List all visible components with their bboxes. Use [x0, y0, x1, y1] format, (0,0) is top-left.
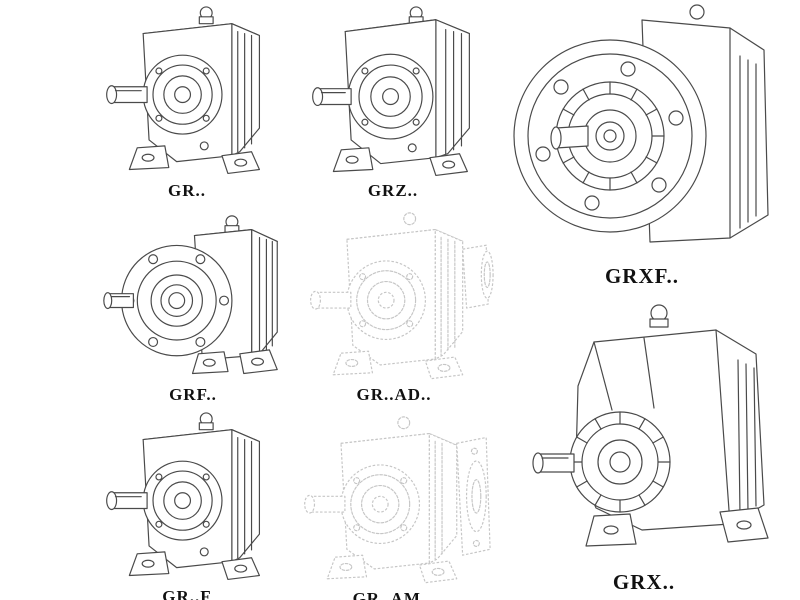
gearbox-drawing-grf	[103, 215, 278, 375]
model-label-gr-f: GR..F	[162, 587, 212, 600]
gearbox-drawing-grz	[312, 6, 470, 177]
figure-grxf: GRXF..	[492, 0, 792, 289]
model-label-gr-am: GR..AM..	[352, 588, 432, 600]
gearbox-drawing-gr-am	[304, 416, 491, 584]
gearbox-drawing-gr	[106, 6, 261, 175]
figure-grz: GRZ..	[292, 2, 494, 201]
model-label-gr-ad: GR..AD..	[356, 384, 432, 404]
model-label-grf: GRF..	[169, 385, 217, 405]
gearbox-drawing-gr-ad	[310, 212, 494, 380]
figure-gr-am: GR..AM..	[288, 410, 496, 600]
figure-gr-f: GR..F	[86, 408, 288, 600]
gearbox-drawing-gr-f	[106, 412, 261, 581]
model-label-gr: GR..	[168, 181, 206, 201]
figure-gr-ad: GR..AD..	[290, 206, 498, 405]
figure-gr: GR..	[86, 2, 288, 201]
model-label-grx: GRX..	[612, 570, 676, 594]
gearbox-drawing-grxf	[513, 4, 769, 243]
figure-grf: GRF..	[92, 206, 294, 405]
gearbox-drawing-grx	[532, 304, 769, 547]
figure-grx: GRX..	[494, 300, 794, 595]
model-label-grz: GRZ..	[367, 181, 419, 201]
model-label-grxf: GRXF..	[604, 264, 680, 288]
